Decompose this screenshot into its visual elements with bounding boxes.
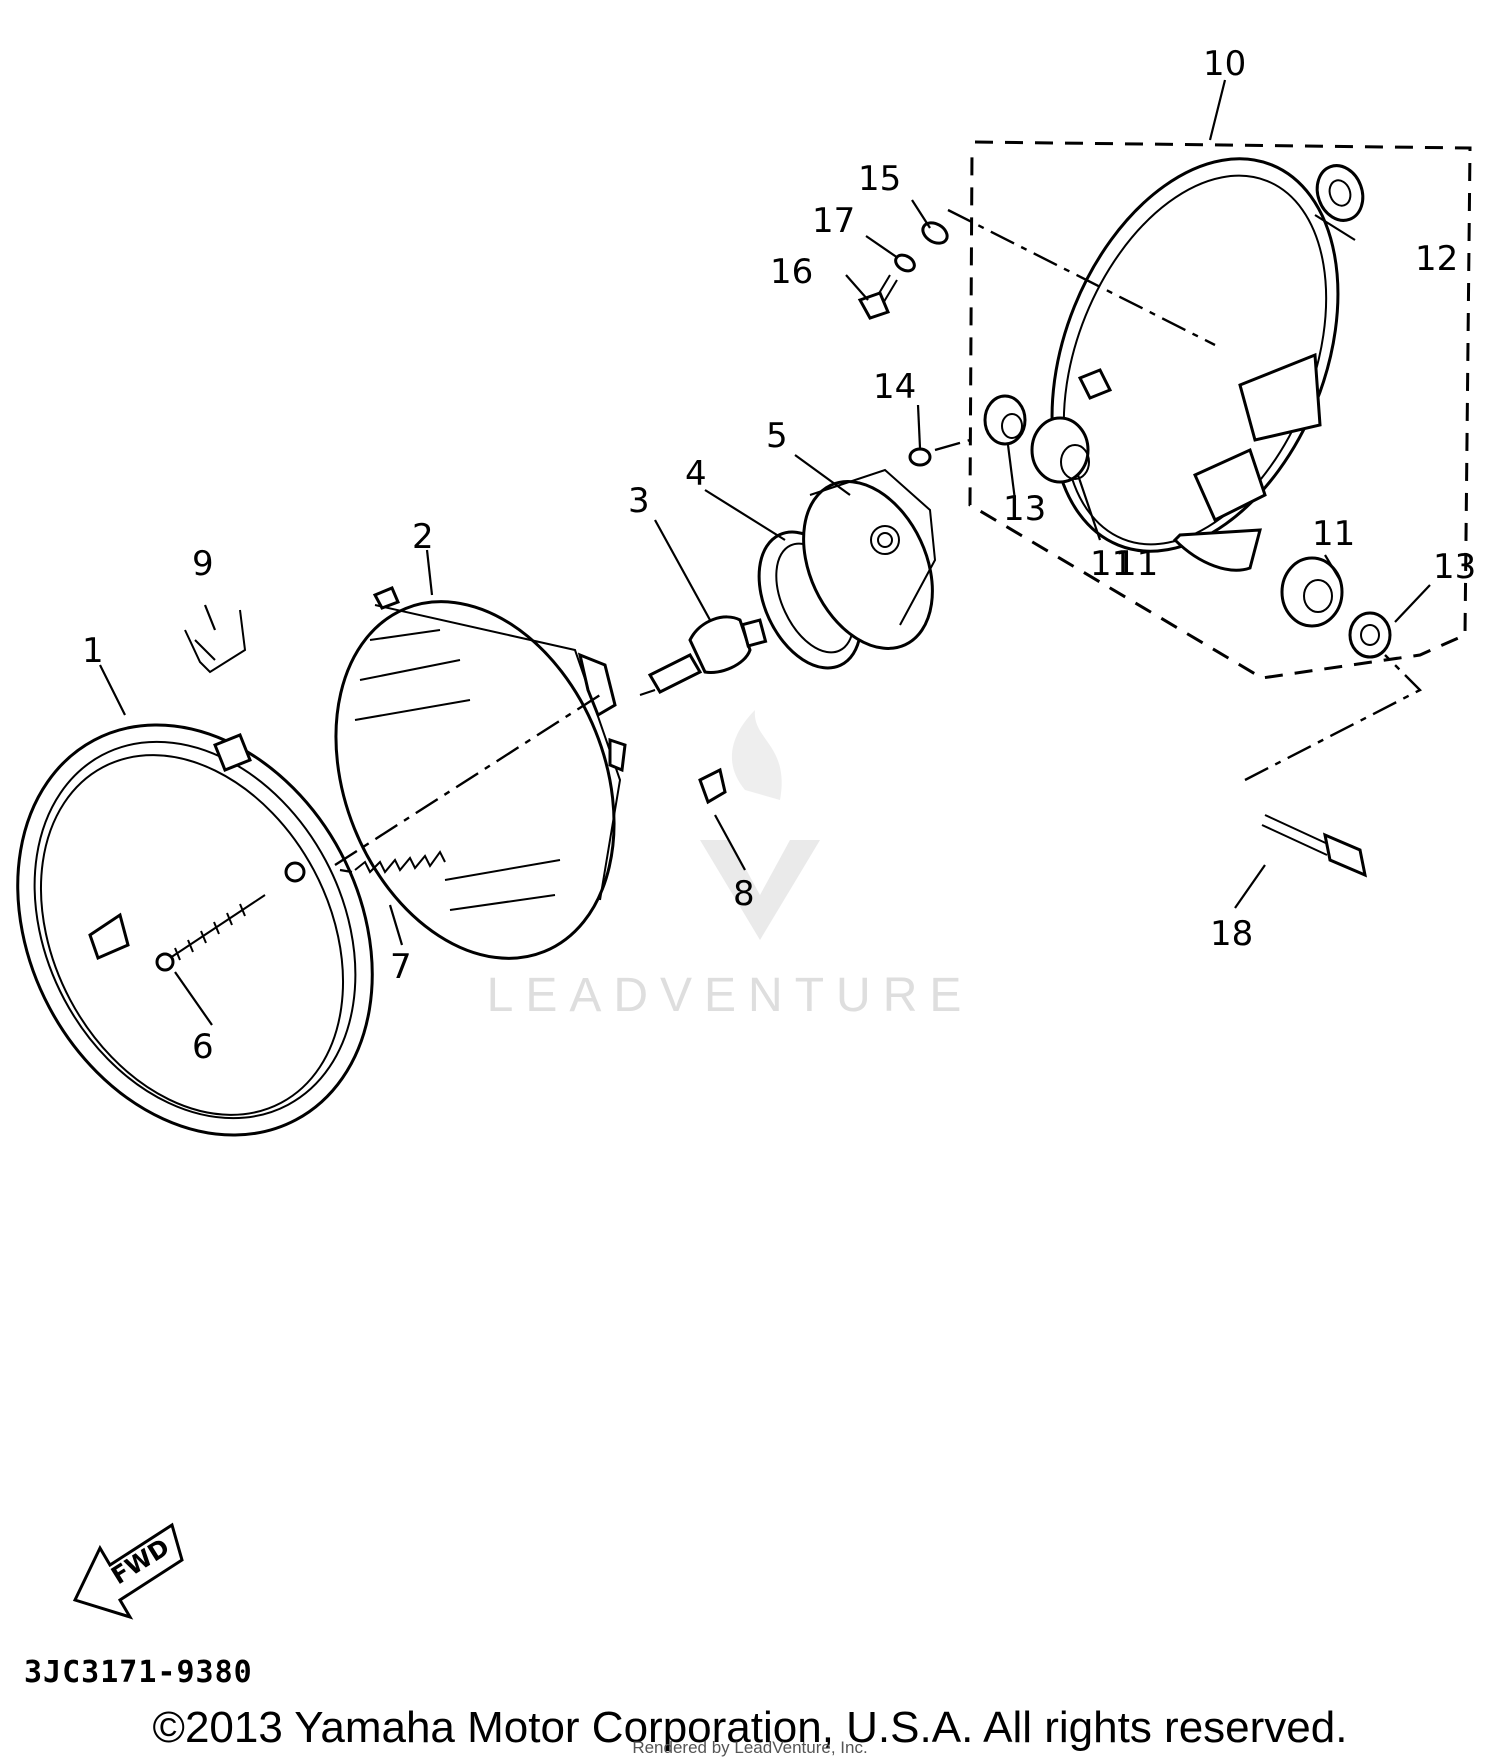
callout-11-c: 11 [1312,514,1355,554]
callout-3: 3 [628,481,650,521]
part-7-spring [339,850,446,874]
callout-1: 1 [82,631,104,671]
callout-2: 2 [412,517,434,557]
part-8-nut [698,767,727,805]
assembly-line-4 [1244,654,1423,782]
callout-7: 7 [390,947,412,987]
part-1-rim [16,723,374,1137]
part-13-collar-a [983,394,1027,446]
part-18-bolt [1261,814,1368,878]
callout-17: 17 [812,201,855,241]
callout-4: 4 [685,454,707,494]
callout-12: 12 [1415,239,1458,279]
callout-9: 9 [192,544,214,584]
part-17-lock-washer [894,253,916,273]
callout-11-b: 11 [1115,544,1158,584]
diagram-code: 3JC3171-9380 [24,1655,253,1690]
callout-13-b: 13 [1433,547,1476,587]
copyright-notice: ©2013 Yamaha Motor Corporation, U.S.A. A… [152,1703,1348,1752]
callout-15: 15 [858,159,901,199]
part-12-grommet [1315,164,1365,222]
part-11-damper-b [1280,556,1344,628]
callout-5: 5 [766,416,788,456]
callout-10: 10 [1203,44,1246,84]
part-2-lens-unit [334,586,627,960]
assembly-line-1 [334,693,601,867]
callout-16: 16 [770,252,813,292]
assembly-line-3 [934,438,971,452]
callout-14: 14 [873,367,916,407]
part-10-body [1050,157,1340,572]
part-15-washer [921,221,949,245]
part-5-socket-cover [802,468,937,650]
assembly-boundary [968,140,1472,680]
callout-11-a: 11 [1090,544,1133,584]
leadventure-watermark-logo [700,710,820,940]
fwd-arrow: FWD [72,1522,184,1620]
assembly-line-2 [947,208,1216,347]
part-6-screw [155,894,266,972]
part-11-damper-a [1030,416,1090,484]
callout-13-a: 13 [1003,489,1046,529]
callout-18: 18 [1210,914,1253,954]
part-13-collar-b [1348,611,1392,659]
watermark-text: LEADVENTURE [486,969,974,1022]
part-3-bulb [639,615,768,696]
leader-lines [99,79,1431,1026]
rendered-by-notice: Rendered by LeadVenture, Inc. [632,1738,868,1757]
callout-6: 6 [192,1027,214,1067]
part-14-screw [908,447,932,467]
callout-8: 8 [733,874,755,914]
part-9-clip [184,609,247,674]
callouts: 1 2 3 4 5 6 7 8 9 10 11 11 11 12 13 13 1… [82,44,1476,1067]
